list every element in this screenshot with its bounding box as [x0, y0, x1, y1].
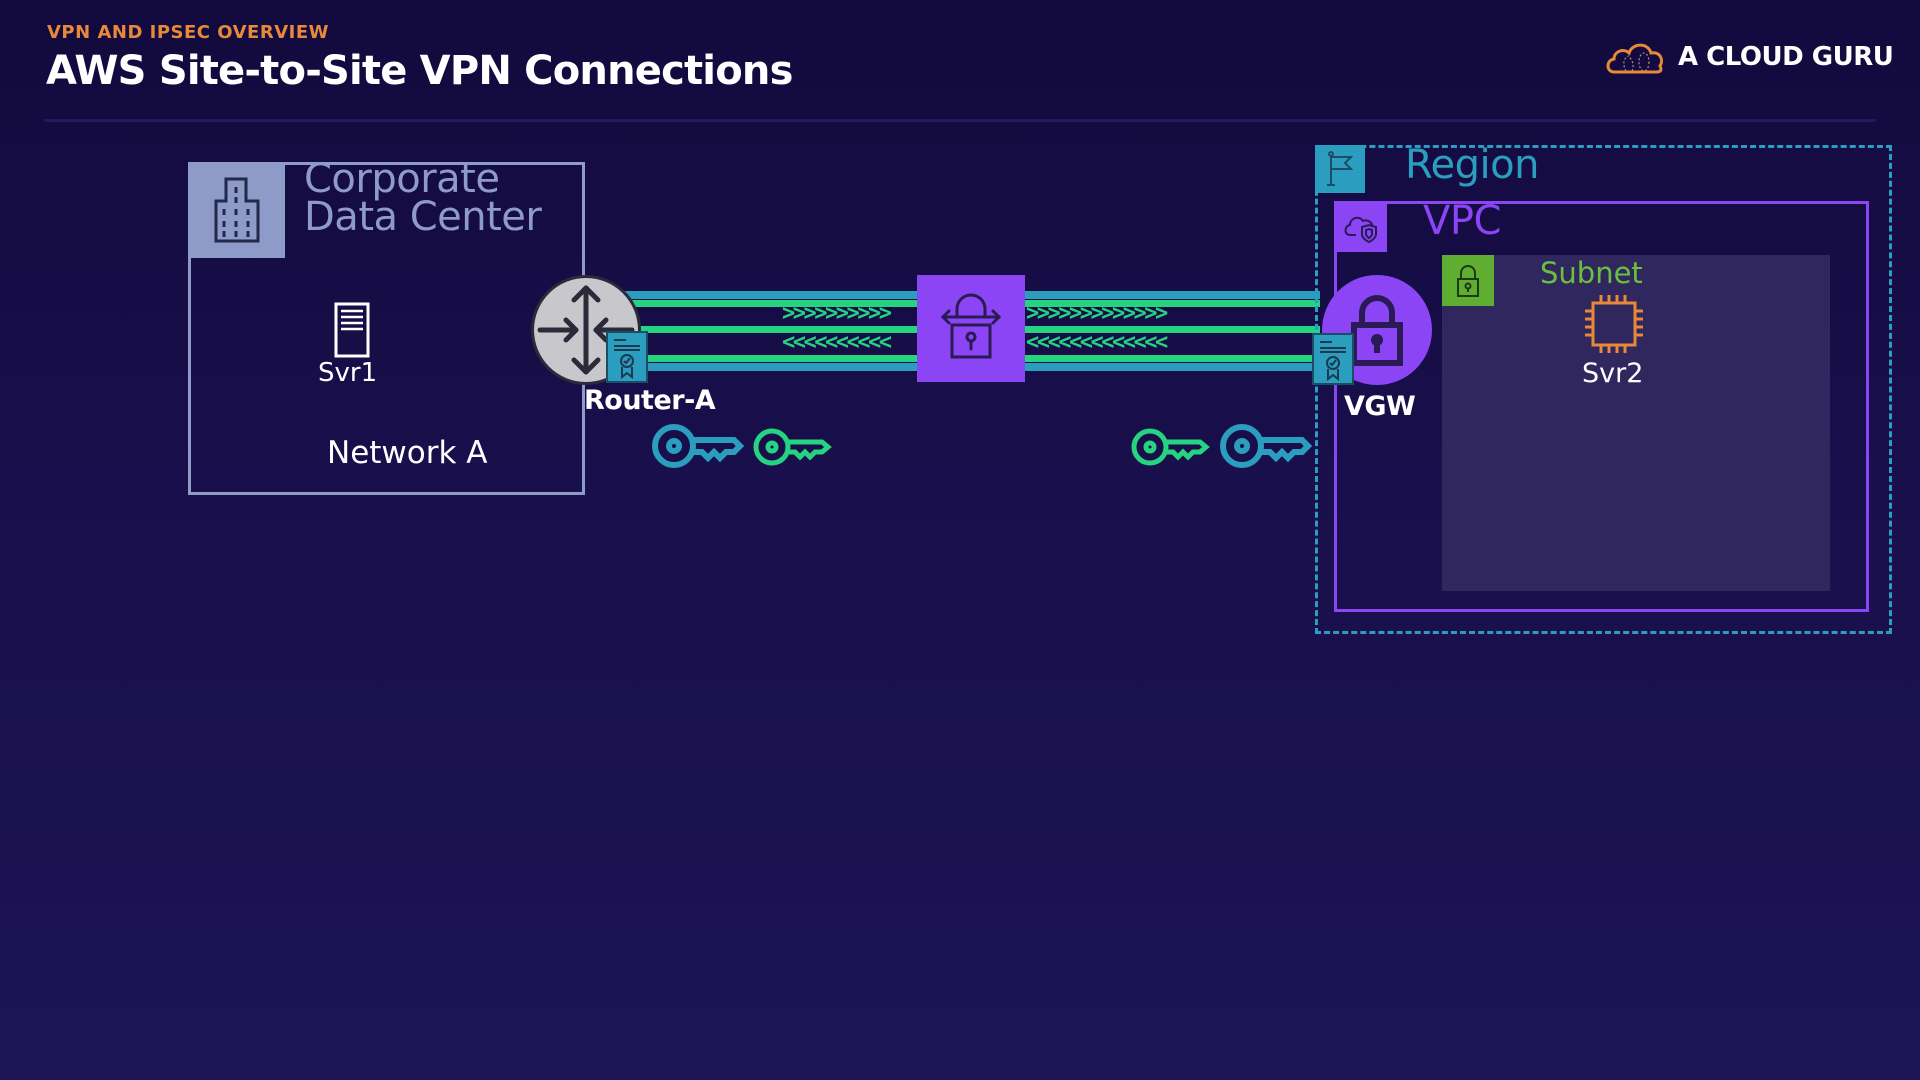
vpc-icon-tile — [1334, 201, 1387, 252]
vpc-label: VPC — [1423, 198, 1501, 244]
outbound-chevrons-left: >>>>>>>>>> — [782, 301, 892, 326]
inbound-chevrons-left: <<<<<<<<<< — [782, 330, 892, 355]
subnet-icon-tile — [1442, 255, 1494, 306]
key-icon-green-right — [1131, 428, 1210, 466]
subnet-lock-icon — [1457, 264, 1479, 297]
page-title: AWS Site-to-Site VPN Connections — [46, 48, 793, 94]
router-icon — [537, 285, 635, 375]
region-icon-tile — [1315, 145, 1365, 193]
key-icon-green-left — [753, 428, 832, 466]
router-a-label: Router-A — [584, 385, 716, 416]
corporate-data-center-label: Corporate Data Center — [304, 156, 542, 240]
brand-name: A CLOUD GURU — [1678, 42, 1894, 72]
region-label: Region — [1405, 142, 1539, 188]
router-a[interactable] — [531, 275, 641, 385]
header-divider — [44, 119, 1876, 122]
brand-logo: A CLOUD GURU — [1604, 38, 1894, 76]
building-icon-tile — [188, 162, 285, 258]
flag-icon — [1327, 151, 1354, 186]
vpc-cloud-shield-icon — [1344, 216, 1377, 243]
outbound-chevrons-right: >>>>>>>>>>>>> — [1026, 301, 1168, 326]
server-svr1-label: Svr1 — [318, 358, 378, 388]
certificate-icon-vgw — [1312, 333, 1354, 385]
vpn-lock-icon — [940, 293, 1002, 359]
vgw-label: VGW — [1344, 391, 1416, 422]
cloud-logo-icon — [1606, 43, 1664, 74]
vpn-connection[interactable] — [917, 275, 1025, 382]
region-box — [1315, 145, 1892, 634]
corporate-label-line2: Data Center — [304, 194, 542, 240]
network-a-label: Network A — [327, 435, 488, 471]
key-icon-blue-right — [1220, 424, 1313, 468]
vgw-lock-icon — [1351, 295, 1403, 366]
corporate-label-line1: Corporate — [304, 156, 500, 202]
section-subtitle: VPN AND IPSEC OVERVIEW — [47, 22, 329, 43]
vpc-box — [1334, 201, 1869, 612]
inbound-chevrons-right: <<<<<<<<<<<<< — [1026, 330, 1168, 355]
server-svr2-label: Svr2 — [1582, 358, 1644, 389]
key-icon-blue-left — [652, 424, 745, 468]
building-icon — [214, 177, 259, 243]
subnet-label: Subnet — [1540, 256, 1643, 290]
ec2-instance-icon — [1585, 295, 1643, 353]
server-icon — [334, 302, 370, 358]
certificate-icon — [606, 331, 648, 383]
